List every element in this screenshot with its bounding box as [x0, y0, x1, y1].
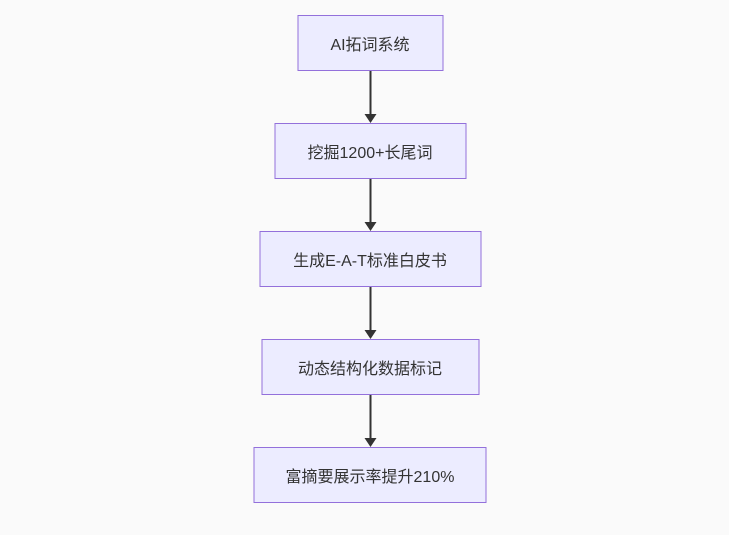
flow-node-2-label: 挖掘1200+长尾词: [307, 145, 433, 162]
flow-node-2: 挖掘1200+长尾词: [274, 123, 466, 179]
flow-node-5-label: 富摘要展示率提升210%: [285, 469, 455, 486]
flow-node-4-label: 动态结构化数据标记: [297, 361, 442, 378]
flow-node-5: 富摘要展示率提升210%: [253, 447, 487, 503]
arrow-down-icon: [369, 179, 371, 231]
flowchart: AI拓词系统 挖掘1200+长尾词 生成E-A-T标准白皮书 动态结构化数据标记…: [253, 15, 487, 503]
flow-node-3-label: 生成E-A-T标准白皮书: [293, 253, 447, 270]
arrow-down-icon: [369, 71, 371, 123]
flow-node-3: 生成E-A-T标准白皮书: [259, 231, 481, 287]
flow-node-1: AI拓词系统: [297, 15, 443, 71]
flow-node-4: 动态结构化数据标记: [261, 339, 479, 395]
flow-node-1-label: AI拓词系统: [330, 37, 410, 54]
arrow-down-icon: [369, 395, 371, 447]
arrow-down-icon: [369, 287, 371, 339]
